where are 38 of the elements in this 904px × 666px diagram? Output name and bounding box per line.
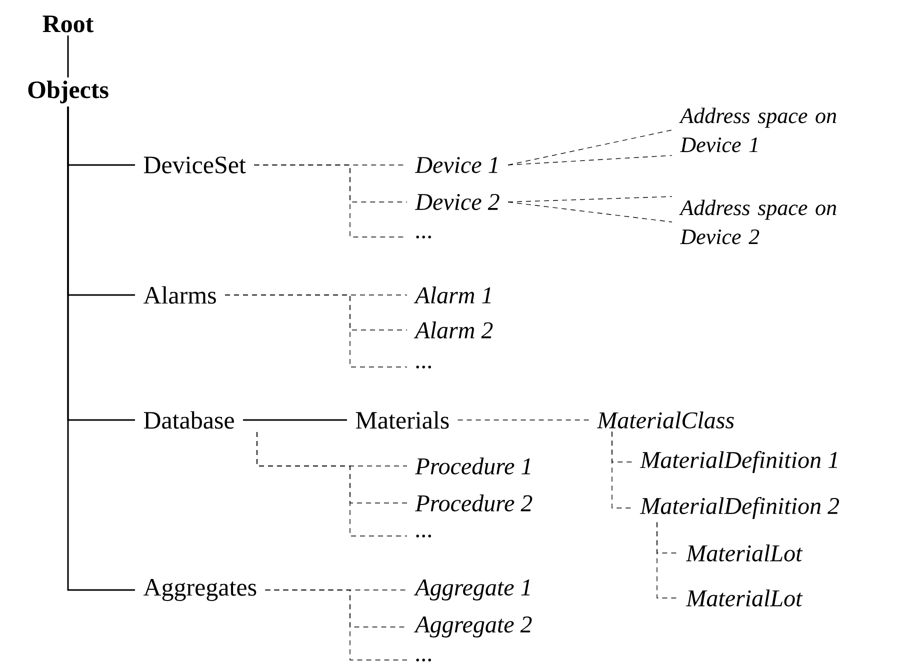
tree-label: Aggregate 2 — [414, 616, 532, 638]
tree-connector — [508, 196, 672, 202]
tree-connector — [612, 431, 632, 508]
tree-label: Aggregate 1 — [414, 580, 530, 600]
tree-connector — [508, 130, 672, 166]
tree-connector — [224, 294, 408, 368]
tree-connector — [67, 106, 135, 591]
tree-label: MaterialLot — [686, 544, 803, 562]
tree-label: MaterialDefinition 2 — [640, 497, 840, 520]
tree-label: Address space on Device 1 — [679, 108, 836, 152]
tree-label: Objects — [28, 80, 108, 104]
tree-label: ... — [416, 236, 432, 238]
tree-label: Aggregates — [143, 579, 256, 601]
tree-label: Procedure 2 — [415, 494, 532, 512]
tree-label: Alarm 1 — [414, 286, 491, 304]
tree-connector — [256, 432, 408, 536]
tree-connector — [243, 419, 347, 421]
tree-label: ... — [416, 658, 432, 662]
tree-label: Address space on Device 2 — [679, 200, 836, 244]
tree-label: MaterialClass — [596, 412, 734, 428]
tree-label: Root — [42, 16, 94, 32]
tree-connector — [67, 36, 69, 78]
tree-connector — [508, 202, 672, 222]
tree-connector — [508, 155, 672, 166]
tree-label: Procedure 1 — [415, 458, 530, 474]
tree-connector — [264, 590, 408, 660]
tree-label: Device 2 — [414, 194, 500, 210]
tree-label: ... — [416, 534, 432, 538]
tree-connector — [656, 522, 678, 598]
tree-label: MaterialLot — [686, 590, 803, 606]
tree-label: Materials — [356, 411, 449, 429]
tree-label: Database — [144, 411, 234, 429]
tree-label: DeviceSet — [144, 156, 246, 174]
tree-label: MaterialDefinition 1 — [640, 451, 837, 473]
tree-label: Alarm 2 — [414, 322, 493, 338]
tree-label: ... — [416, 366, 432, 368]
tree-label: Device 1 — [414, 156, 498, 174]
tree-label: Alarms — [143, 286, 216, 304]
